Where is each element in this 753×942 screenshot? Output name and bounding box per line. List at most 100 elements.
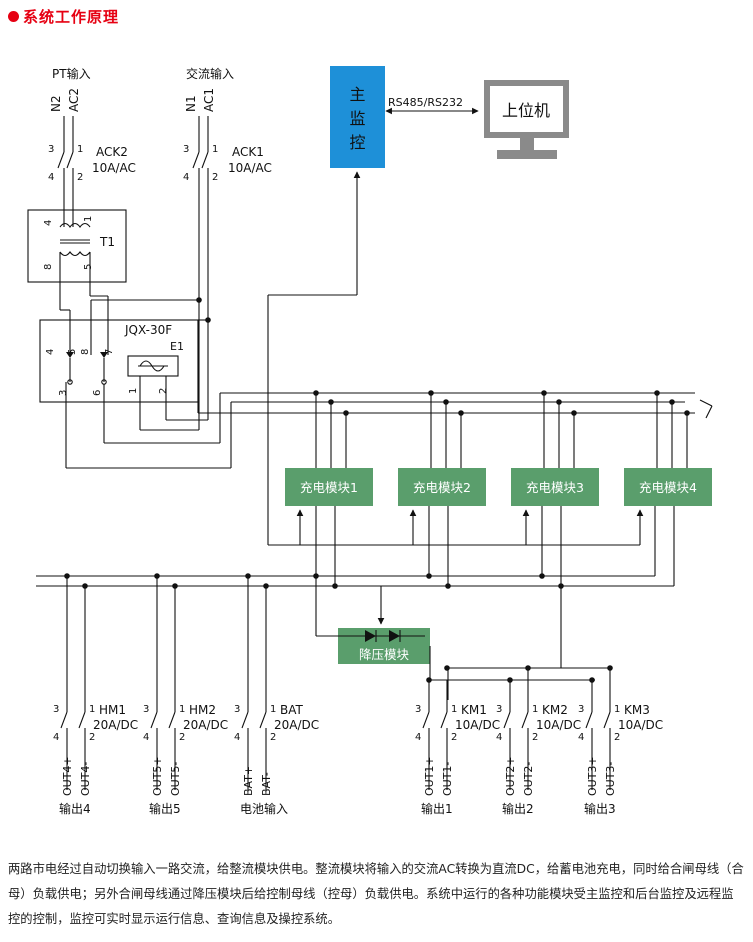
svg-text:4: 4 <box>415 732 421 743</box>
svg-text:充电模块3: 充电模块3 <box>526 480 584 495</box>
breaker-rating: 20A/DC <box>93 718 138 732</box>
pt-input-label: PT输入 <box>52 66 91 81</box>
svg-text:充电模块2: 充电模块2 <box>413 480 471 495</box>
svg-text:1: 1 <box>270 704 276 715</box>
svg-text:7: 7 <box>104 349 115 355</box>
svg-text:1: 1 <box>128 388 139 394</box>
ack1-name: ACK1 <box>232 145 264 159</box>
svg-text:3: 3 <box>234 704 240 715</box>
breaker-name: BAT <box>280 703 304 717</box>
svg-text:4: 4 <box>48 172 54 183</box>
charging-module-1: 充电模块1 <box>285 468 373 506</box>
svg-text:1: 1 <box>532 704 538 715</box>
svg-text:1: 1 <box>77 144 83 155</box>
svg-text:2: 2 <box>212 172 218 183</box>
breaker-label: 输出2 <box>502 801 534 816</box>
breaker-minus: OUT1- <box>441 762 454 796</box>
svg-text:4: 4 <box>234 732 240 743</box>
ac1-label: AC1 <box>202 88 216 112</box>
relay-jqx30f: 4 5 8 7 3 6 JQX-30F E1 1 2 <box>39 319 199 403</box>
charging-module-4: 充电模块4 <box>624 468 712 506</box>
n1-label: N1 <box>184 95 198 112</box>
breaker-minus: BAT- <box>260 772 273 796</box>
host-computer-icon: 上位机 <box>484 80 569 159</box>
svg-text:3: 3 <box>183 144 189 155</box>
svg-text:2: 2 <box>532 732 538 743</box>
breaker-rating: 20A/DC <box>274 718 319 732</box>
breaker-plus: OUT5+ <box>151 756 164 796</box>
svg-text:3: 3 <box>415 704 421 715</box>
svg-text:3: 3 <box>48 144 54 155</box>
svg-text:充电模块1: 充电模块1 <box>300 480 358 495</box>
breaker-name: KM1 <box>461 703 487 717</box>
n2-label: N2 <box>49 95 63 112</box>
ack2-switch: 3 1 4 2 ACK2 10A/AC <box>48 116 136 210</box>
svg-text:1: 1 <box>179 704 185 715</box>
svg-text:4: 4 <box>53 732 59 743</box>
svg-text:降压模块: 降压模块 <box>359 647 410 662</box>
svg-text:2: 2 <box>77 172 83 183</box>
svg-text:6: 6 <box>92 390 103 396</box>
host-label: 上位机 <box>502 101 550 120</box>
breaker-label: 电池输入 <box>240 801 288 816</box>
svg-text:3: 3 <box>53 704 59 715</box>
breaker-name: KM3 <box>624 703 650 717</box>
breaker-minus: OUT5- <box>169 762 182 796</box>
svg-text:3: 3 <box>58 390 69 396</box>
svg-text:2: 2 <box>270 732 276 743</box>
ack2-rating: 10A/AC <box>92 161 136 175</box>
breaker-plus: BAT+ <box>242 766 255 796</box>
breaker-rating: 10A/DC <box>455 718 500 732</box>
section-title: 系统工作原理 <box>23 7 120 26</box>
breaker-label: 输出5 <box>149 801 181 816</box>
svg-text:1: 1 <box>614 704 620 715</box>
section-header: 系统工作原理 <box>8 5 119 27</box>
svg-text:4: 4 <box>496 732 502 743</box>
breaker-plus: OUT4+ <box>61 756 74 796</box>
svg-text:2: 2 <box>158 388 169 394</box>
ack1-rating: 10A/AC <box>228 161 272 175</box>
ack1-switch: 3 1 4 2 ACK1 10A/AC <box>183 116 272 430</box>
breaker-minus: OUT3- <box>604 762 617 796</box>
svg-text:3: 3 <box>143 704 149 715</box>
breaker-rating: 10A/DC <box>536 718 581 732</box>
jqx-name: JQX-30F <box>124 323 172 337</box>
breaker-minus: OUT4- <box>79 762 92 796</box>
ac-bus-drops <box>313 390 713 468</box>
breaker-name: KM2 <box>542 703 568 717</box>
ack2-name: ACK2 <box>96 145 128 159</box>
comm-label: RS485/RS232 <box>388 96 463 109</box>
ac2-label: AC2 <box>67 88 81 112</box>
svg-text:2: 2 <box>614 732 620 743</box>
svg-text:2: 2 <box>179 732 185 743</box>
svg-text:4: 4 <box>45 349 56 355</box>
bullet-dot-icon <box>8 10 19 22</box>
breaker-label: 输出1 <box>421 801 453 816</box>
svg-text:2: 2 <box>89 732 95 743</box>
svg-text:2: 2 <box>451 732 457 743</box>
ac-input-label: 交流输入 <box>186 66 234 81</box>
breaker-name: HM2 <box>189 703 216 717</box>
breaker-minus: OUT2- <box>522 762 535 796</box>
breaker-plus: OUT1+ <box>423 756 436 796</box>
t1-name: T1 <box>99 235 115 249</box>
svg-text:1: 1 <box>451 704 457 715</box>
charging-module-3: 充电模块3 <box>511 468 599 506</box>
step-down-module: 降压模块 <box>338 628 430 664</box>
system-diagram: PT输入 交流输入 N2 AC2 N1 AC1 3 1 4 2 ACK2 10A… <box>27 66 713 816</box>
description-text: 两路市电经过自动切换输入一路交流，给整流模块供电。整流模块将输入的交流AC转换为… <box>8 862 744 926</box>
main-controller: 主监控 <box>330 66 385 168</box>
svg-text:5: 5 <box>83 264 94 270</box>
svg-text:5: 5 <box>67 349 78 355</box>
breaker-plus: OUT2+ <box>504 756 517 796</box>
controller-char-1: 主监控 <box>349 85 365 152</box>
breaker-rating: 10A/DC <box>618 718 663 732</box>
breaker-label: 输出3 <box>584 801 616 816</box>
svg-text:充电模块4: 充电模块4 <box>639 480 697 495</box>
svg-text:1: 1 <box>89 704 95 715</box>
